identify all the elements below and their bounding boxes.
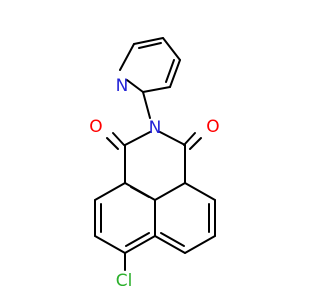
- bond: [112, 132, 125, 146]
- bond: [160, 232, 185, 247]
- bond: [125, 232, 150, 247]
- atom-label-pyridine-nitrogen: N: [116, 76, 129, 96]
- atom-label-oxygen-right: O: [206, 117, 219, 137]
- bond: [142, 86, 171, 93]
- bond: [94, 182, 126, 201]
- bond: [126, 79, 144, 93]
- bond: [130, 186, 150, 198]
- bond: [159, 131, 186, 146]
- bond: [142, 91, 151, 119]
- bond: [184, 235, 216, 254]
- atom-label-chlorine: Cl: [116, 271, 133, 291]
- bond: [154, 235, 186, 254]
- bond: [124, 131, 151, 146]
- bond: [154, 182, 186, 201]
- bond: [169, 59, 181, 88]
- bond: [119, 43, 135, 71]
- bond: [189, 137, 202, 150]
- atom-label-oxygen-left: O: [89, 117, 102, 137]
- bond: [124, 235, 156, 254]
- bond-layer: [94, 37, 216, 271]
- bond: [133, 37, 164, 45]
- chemical-structure-diagram: N N O O Cl: [89, 37, 220, 291]
- bond: [106, 137, 119, 150]
- atom-label-imide-nitrogen: N: [149, 118, 162, 138]
- bond: [183, 132, 196, 146]
- bond: [162, 37, 181, 61]
- bond: [184, 182, 216, 201]
- bond: [94, 235, 126, 254]
- bond: [165, 59, 175, 83]
- bond: [138, 42, 162, 49]
- atom-label-layer: N N O O Cl: [89, 76, 219, 291]
